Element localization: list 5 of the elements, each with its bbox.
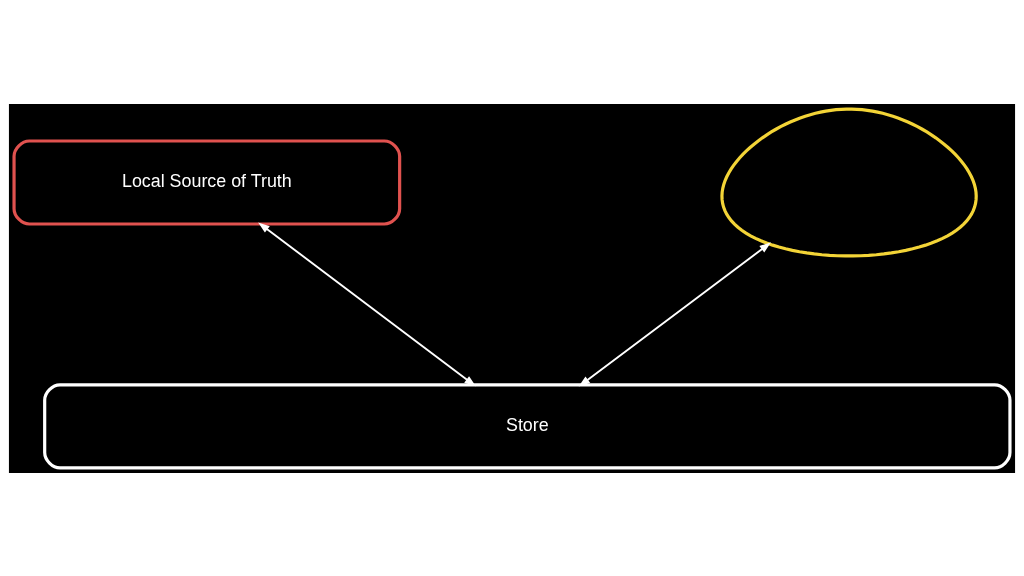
arrow	[258, 221, 476, 386]
arrow	[578, 241, 772, 387]
node-box: Store	[43, 382, 1012, 469]
node-box: Local Source of Truth	[12, 138, 402, 226]
node-cloud	[720, 107, 978, 258]
